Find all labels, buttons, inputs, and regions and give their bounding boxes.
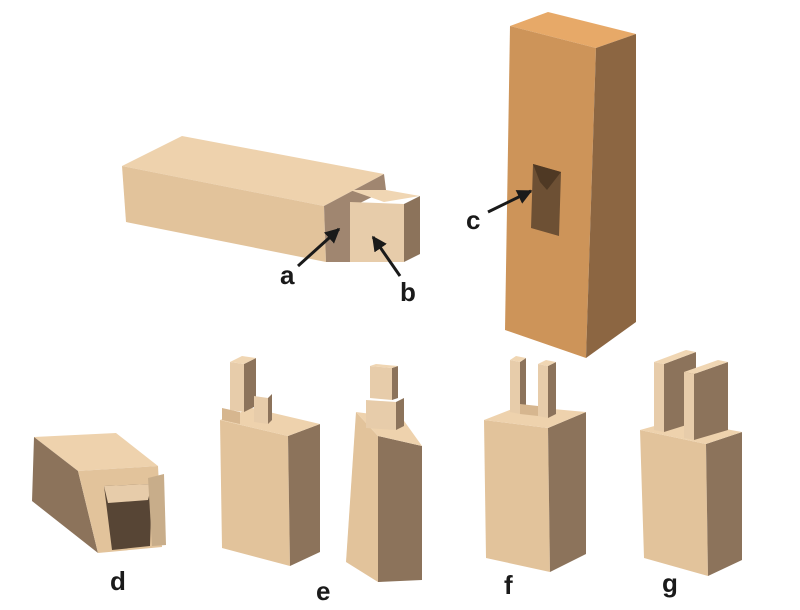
- f-tenon-bridge: [520, 404, 538, 416]
- arrow-a: [296, 227, 341, 268]
- e1-tall-tenon-top: [230, 356, 256, 364]
- beam-front-face: [122, 166, 326, 262]
- tenon-top-face: [350, 190, 420, 202]
- arrow-c: [487, 189, 533, 214]
- e2-front-face: [346, 412, 378, 582]
- arrow-b: [371, 235, 402, 277]
- label-c: c: [466, 205, 480, 235]
- e2-lower-tenon-side: [396, 398, 404, 430]
- joint-g: [640, 350, 742, 576]
- g-front-face: [640, 430, 708, 576]
- e1-step-front: [222, 408, 240, 424]
- f-tenon-right-side: [548, 362, 556, 418]
- e2-upper-tenon-front: [370, 366, 392, 400]
- joint-f: [484, 356, 586, 572]
- f-tenon-left-top: [510, 356, 526, 362]
- label-a: a: [280, 260, 295, 290]
- f-tenon-left-side: [520, 358, 526, 414]
- g-slab-left-front: [654, 362, 664, 432]
- e1-short-tenon-front: [254, 396, 268, 424]
- label-f: f: [504, 570, 513, 600]
- tenon-front-face: [350, 202, 404, 262]
- label-d: d: [110, 566, 126, 596]
- g-slab-left-top: [654, 350, 696, 364]
- mortise-post: [505, 12, 636, 358]
- mortise-inner-wall: [533, 164, 561, 190]
- g-slab-right-top: [684, 360, 728, 374]
- f-side-face: [548, 412, 586, 572]
- e1-short-tenon-side: [268, 394, 272, 424]
- e1-tall-tenon-front: [230, 362, 244, 412]
- g-slab-right-front: [684, 372, 694, 440]
- g-side-face: [706, 432, 742, 576]
- post-top-face: [510, 12, 636, 48]
- d-cavity-ledge: [104, 484, 152, 503]
- label-b: b: [400, 277, 416, 307]
- f-tenon-right-front: [538, 364, 548, 418]
- e2-lower-tenon-front: [366, 400, 396, 430]
- joint-d: [32, 433, 166, 553]
- label-e: e: [316, 576, 330, 606]
- g-slab-right-side: [694, 362, 728, 440]
- e2-upper-tenon-top: [370, 364, 398, 368]
- f-tenon-right-top: [538, 360, 556, 366]
- tenon-beam: [122, 136, 420, 262]
- joint-e-left: [220, 356, 320, 566]
- e2-upper-tenon-side: [392, 366, 398, 400]
- e1-front-face: [220, 420, 290, 566]
- f-tenon-left-front: [510, 360, 520, 414]
- mortise-opening: [531, 164, 561, 236]
- f-top-face: [484, 406, 586, 428]
- post-side-face: [586, 34, 636, 358]
- d-left-face: [32, 437, 98, 553]
- d-top-face: [34, 433, 158, 471]
- label-g: g: [662, 568, 678, 598]
- d-right-edge: [148, 474, 166, 546]
- joint-e-right: [346, 364, 422, 582]
- beam-top-face: [122, 136, 384, 206]
- e1-tall-tenon-side: [244, 358, 256, 412]
- e1-side-face: [288, 424, 320, 566]
- f-front-face: [484, 420, 550, 572]
- e2-side-face: [378, 436, 422, 582]
- tenon-side-face: [404, 196, 420, 262]
